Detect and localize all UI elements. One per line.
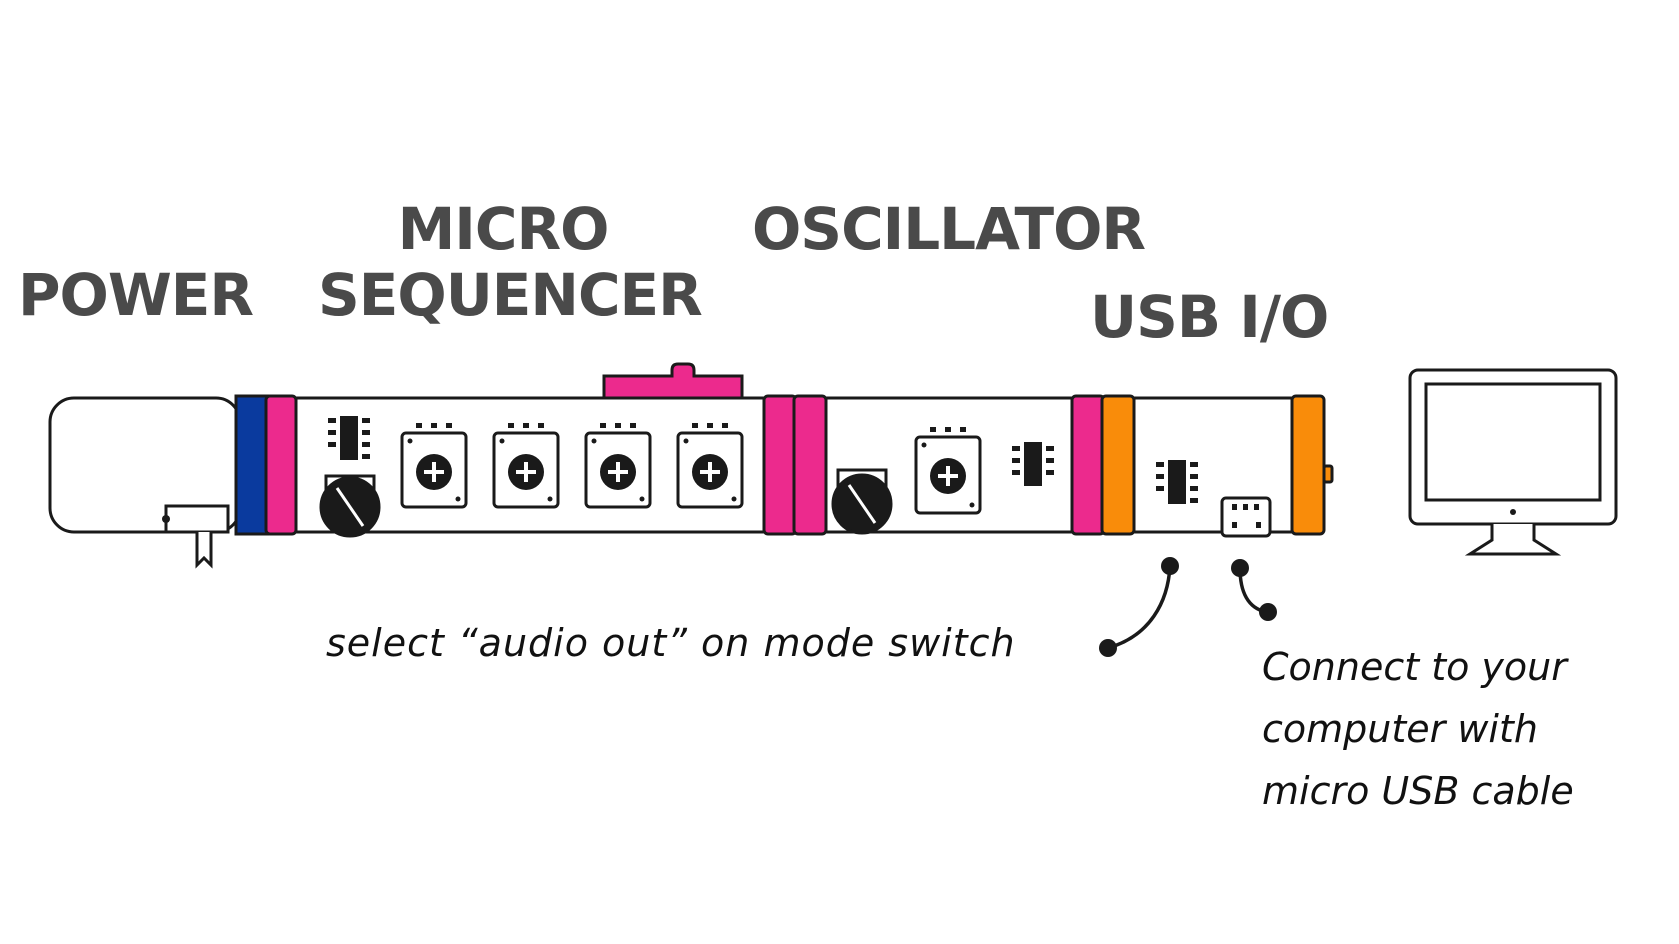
oscillator-chip-icon	[1012, 442, 1054, 486]
mode-switch-pointer	[1099, 557, 1179, 657]
micro-usb-port-icon	[1220, 496, 1272, 538]
power-plug	[164, 504, 230, 534]
sequencer-chip-icon	[328, 416, 370, 460]
oscillator-in-connector	[792, 394, 828, 536]
mode-switch-annotation: select “audio out” on mode switch	[326, 621, 1016, 665]
sequencer-trimpot-1	[400, 423, 468, 509]
power-label: POWER	[18, 261, 254, 329]
sequencer-knob-icon	[319, 474, 381, 538]
sequencer-trimpot-2	[492, 423, 560, 509]
usb-io-module	[1132, 394, 1334, 538]
usb-in-connector	[1100, 394, 1136, 536]
oscillator-out-connector	[1070, 394, 1106, 536]
sequencer-trimpot-3	[584, 423, 652, 509]
micro-sequencer-label: MICRO SEQUENCER	[318, 195, 703, 329]
micro-sequencer-label-line2: SEQUENCER	[318, 261, 703, 329]
usb-cable-annotation: Connect to your computer with micro USB …	[1262, 636, 1574, 822]
usb-io-label: USB I/O	[1090, 283, 1329, 351]
usb-cable-annotation-line1: Connect to your	[1262, 645, 1567, 689]
power-plug-dot	[162, 515, 170, 523]
computer-monitor-icon	[1408, 368, 1618, 556]
power-pink-connector	[264, 394, 298, 536]
micro-sequencer-module	[294, 362, 772, 538]
sequencer-out-connector	[762, 394, 798, 536]
usb-out-connector	[1290, 394, 1326, 536]
usb-cable-pointer	[1231, 559, 1277, 621]
sequencer-top-button	[602, 362, 744, 400]
oscillator-module	[824, 396, 1076, 535]
power-blue-connector	[234, 394, 270, 536]
micro-sequencer-label-line1: MICRO	[397, 195, 610, 263]
oscillator-trimpot	[914, 427, 982, 515]
sequencer-trimpot-4	[676, 423, 744, 509]
usb-end-nub	[1322, 464, 1334, 484]
oscillator-knob-icon	[831, 468, 893, 535]
power-module	[48, 394, 298, 569]
mode-switch-icon	[1156, 460, 1198, 504]
oscillator-label: OSCILLATOR	[752, 195, 1146, 263]
power-cable-tab	[195, 532, 213, 569]
usb-cable-annotation-line3: micro USB cable	[1262, 769, 1574, 813]
usb-cable-annotation-line2: computer with	[1262, 707, 1538, 751]
